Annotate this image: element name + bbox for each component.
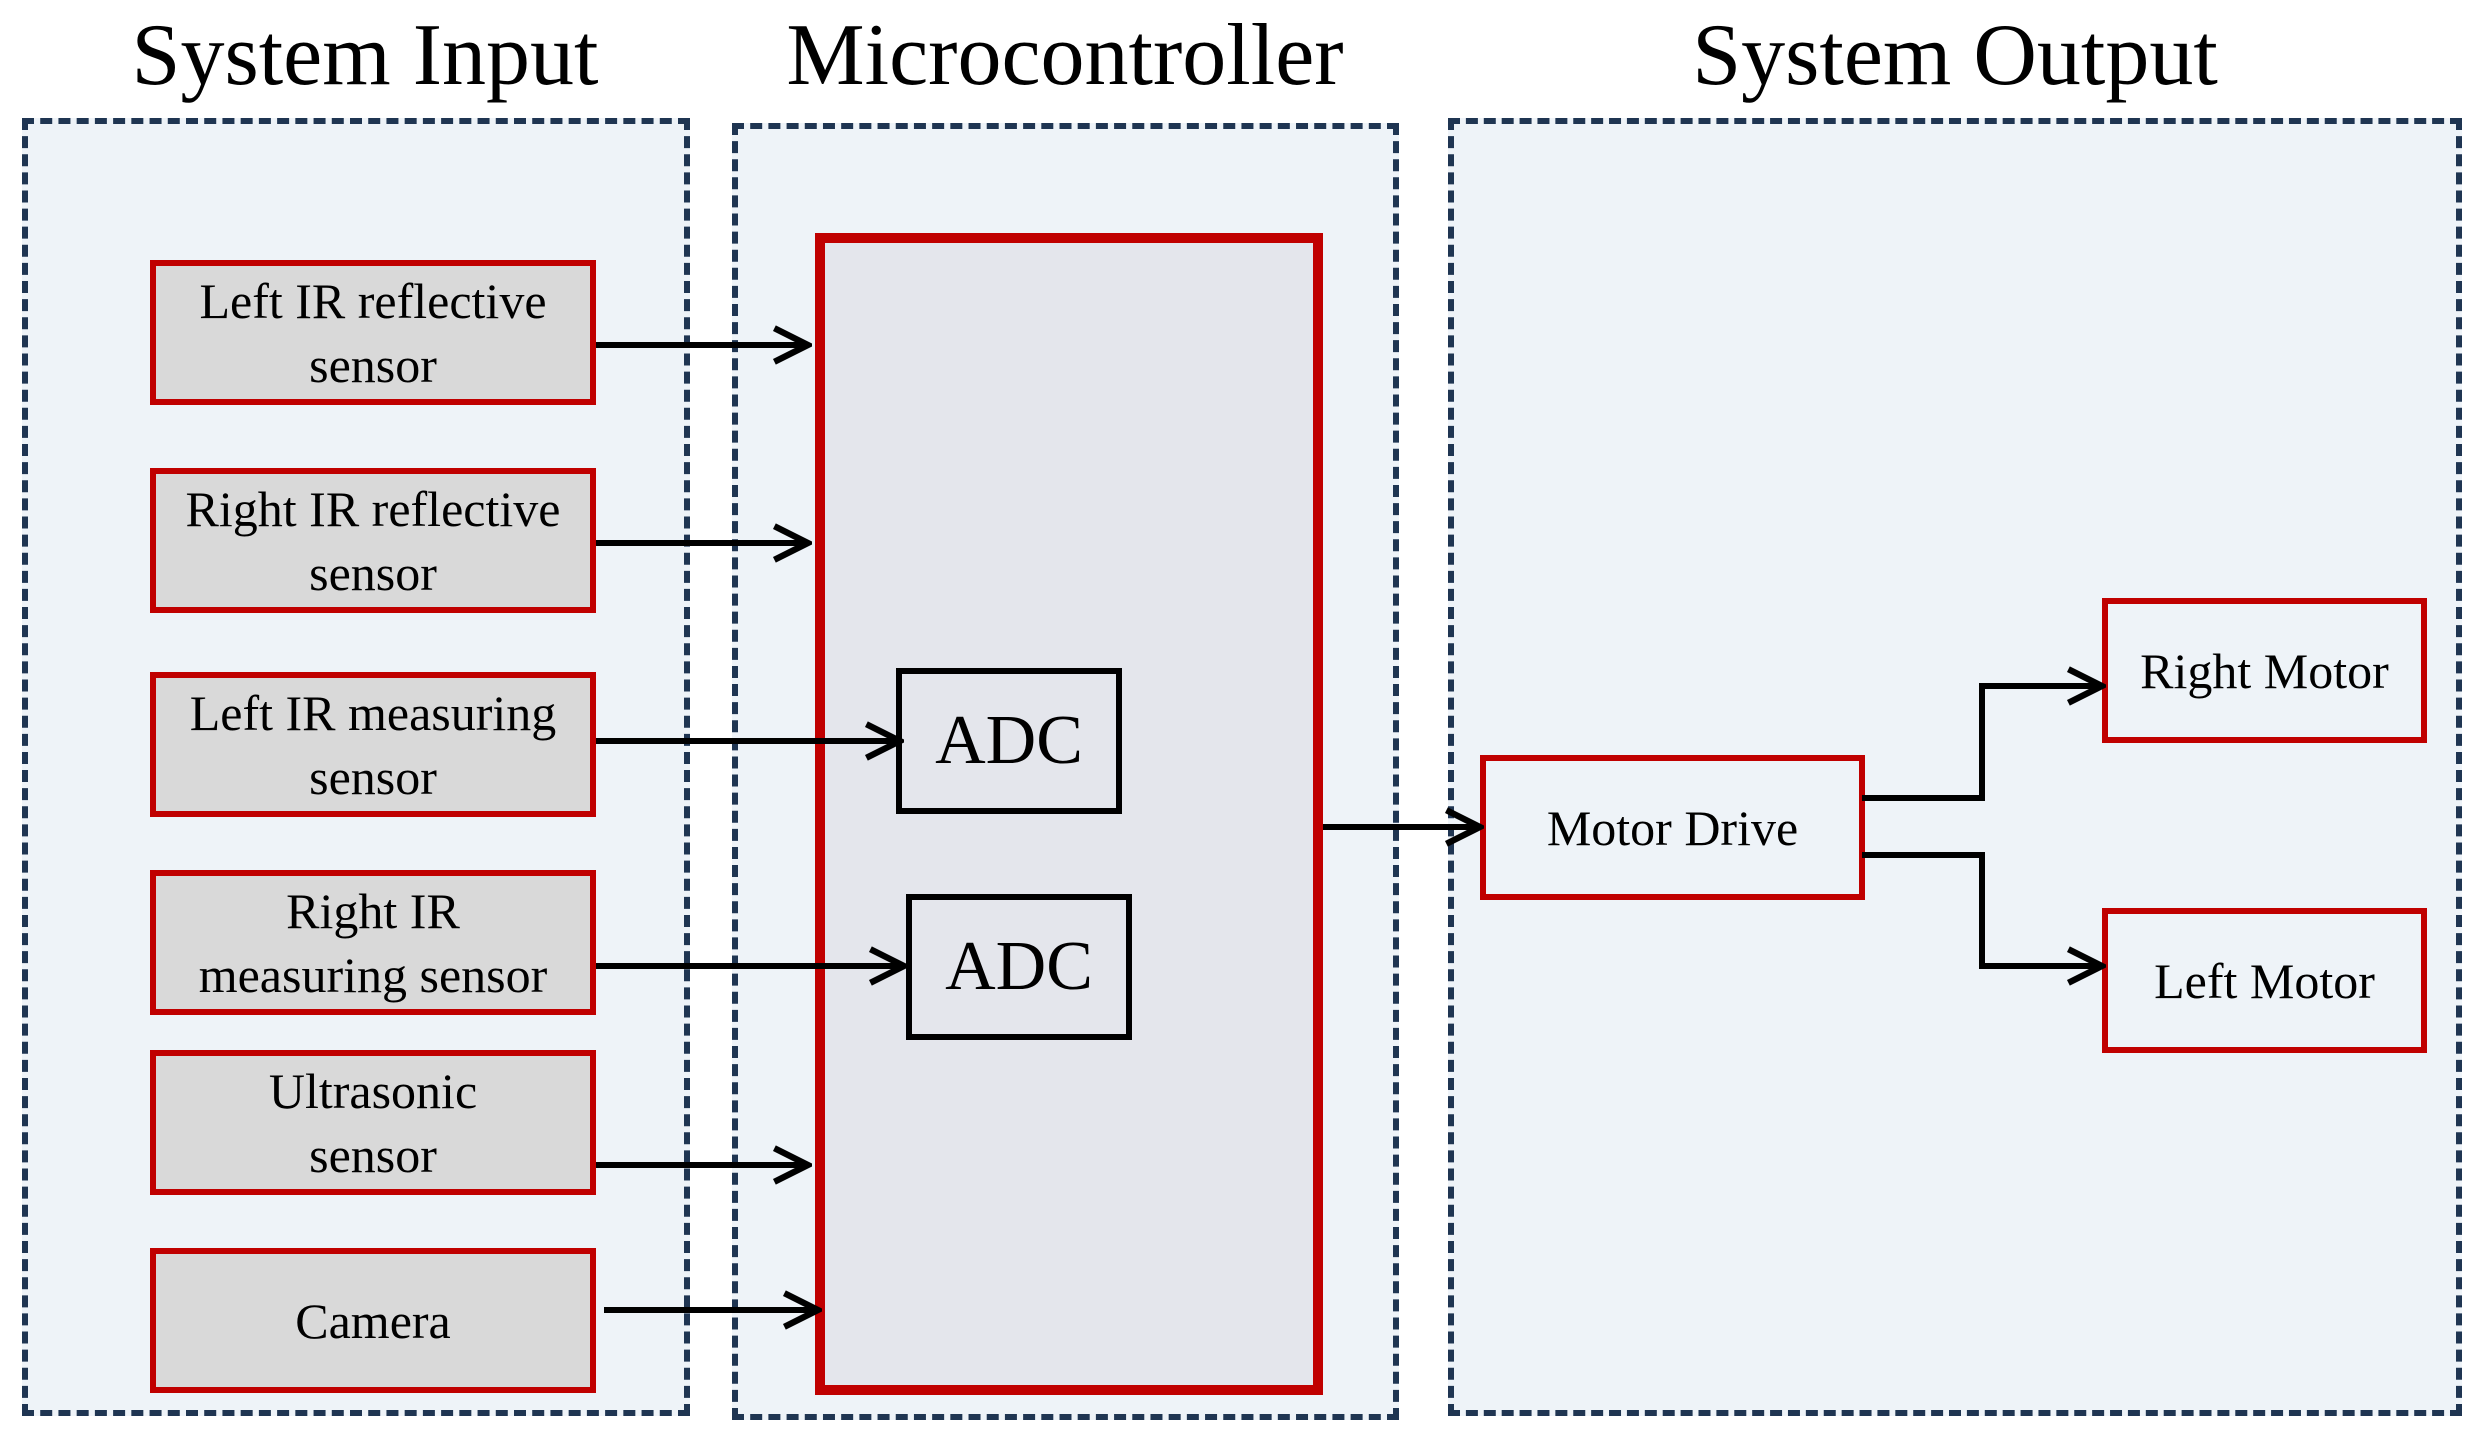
arrow-to-left-motor (1862, 852, 2102, 966)
ultrasonic-sensor: Ultrasonic sensor (150, 1050, 596, 1195)
system-output-title: System Output (1692, 7, 2218, 104)
adc-block-2: ADC (906, 894, 1132, 1040)
microcontroller-block (815, 233, 1323, 1395)
left-ir-reflective-sensor: Left IR reflective sensor (150, 260, 596, 405)
arrow-to-right-motor (1862, 686, 2102, 801)
right-ir-reflective-sensor: Right IR reflective sensor (150, 468, 596, 613)
left-ir-measuring-sensor: Left IR measuring sensor (150, 672, 596, 817)
camera: Camera (150, 1248, 596, 1393)
microcontroller-title: Microcontroller (786, 7, 1344, 104)
right-ir-measuring-sensor: Right IR measuring sensor (150, 870, 596, 1015)
system-input-title: System Input (131, 7, 599, 104)
motor-drive: Motor Drive (1480, 755, 1865, 900)
left-motor: Left Motor (2102, 908, 2427, 1053)
